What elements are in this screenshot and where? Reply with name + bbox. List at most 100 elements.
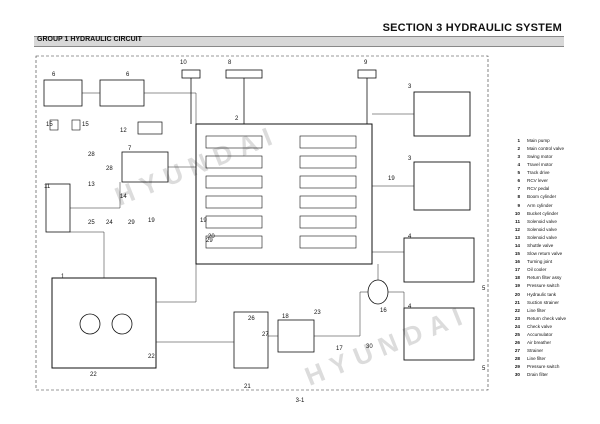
legend-label: Return filter assy [527,275,562,281]
legend-label: Strainer [527,348,544,354]
callout: 29 [206,238,213,244]
legend-label: Travel motor [527,162,553,168]
legend-number: 22 [514,307,520,313]
hydraulic-circuit-diagram: 1 2 3 3 4 4 5 5 6 6 7 8 9 10 11 12 13 14… [35,55,489,391]
main-pump [51,277,157,369]
callout: 11 [44,184,51,190]
solenoid-valve-12 [137,121,163,135]
solenoid-valve-11 [45,183,71,233]
legend-label: RCV pedal [527,186,550,192]
turning-joint [367,279,389,305]
legend-number: 24 [514,323,520,329]
legend-label: Check valve [527,323,553,329]
callout: 1 [61,274,65,280]
legend-label: Solenoid valve [527,218,557,224]
legend-number: 21 [514,299,520,305]
callout: 3 [408,156,412,162]
legend-item: 5 Track drive [508,169,598,177]
legend-label: Turning joint [527,259,553,265]
callout: 5 [482,366,486,372]
callout: 21 [244,384,251,390]
hydraulic-tank [233,311,269,369]
callout: 20 [208,234,215,240]
legend-number: 5 [517,170,520,176]
callout: 15 [82,122,89,128]
legend-number: 11 [515,218,520,224]
callout: 3 [408,84,412,90]
callout: 9 [364,60,368,66]
legend-number: 6 [517,178,520,184]
legend-label: RCV lever [527,178,548,184]
arm-cylinder [357,69,377,79]
legend-number: 28 [514,356,520,362]
legend-number: 12 [514,226,520,232]
legend-item: 24 Check valve [508,323,598,331]
legend-item: 11 Solenoid valve [508,218,598,226]
legend-number: 9 [517,202,520,208]
legend-label: Drain filter [527,372,548,378]
callout: 30 [366,344,373,350]
legend-label: Pressure switch [527,364,560,370]
rcv-pedal-block [121,151,169,183]
callout: 4 [408,234,412,240]
legend-item: 28 Line filter [508,356,598,364]
rcv-lever-block [99,79,145,107]
legend-number: 3 [517,153,520,159]
callout: 27 [262,332,269,338]
legend-number: 2 [517,145,520,151]
return-filter-assy [277,319,315,353]
legend-number: 26 [514,340,520,346]
callout: 8 [228,60,232,66]
legend-label: Line filter [527,356,546,362]
legend-number: 10 [514,210,520,216]
callout: 14 [120,194,127,200]
legend-number: 8 [517,194,520,200]
legend-item: 22 Line filter [508,307,598,315]
callout: 4 [408,304,412,310]
legend-number: 29 [514,364,520,370]
callout: 17 [336,346,343,352]
callout: 19 [388,176,395,182]
legend-number: 27 [514,348,520,354]
rcv-lever-block [43,79,83,107]
legend-label: Solenoid valve [527,234,557,240]
legend-number: 16 [514,259,520,265]
legend-number: 14 [514,242,520,248]
callout: 22 [148,354,155,360]
legend-label: Hydraulic tank [527,291,557,297]
callout: 7 [128,146,132,152]
travel-motor [403,237,475,283]
legend-label: Arm cylinder [527,202,553,208]
swing-motor [413,161,471,211]
page-number: 3-1 [295,398,305,404]
legend-number: 13 [514,234,520,240]
legend-number: 25 [514,332,520,337]
callout: 28 [88,152,95,158]
legend-label: Line filter [527,307,546,313]
legend-item: 16 Turning joint [508,258,598,266]
callout: 13 [88,182,95,188]
main-control-valve [195,123,373,265]
legend-item: 13 Solenoid valve [508,234,598,242]
bucket-cylinder [181,69,201,79]
swing-motor [413,91,471,137]
callout: 2 [235,116,239,122]
slow-return-valve [71,119,81,131]
callout: 15 [46,122,53,128]
callout: 12 [120,128,127,134]
callout: 19 [200,218,207,224]
legend-label: Track drive [527,170,550,176]
legend-item: 27 Strainer [508,347,598,355]
legend-label: Slow return valve [527,251,563,257]
